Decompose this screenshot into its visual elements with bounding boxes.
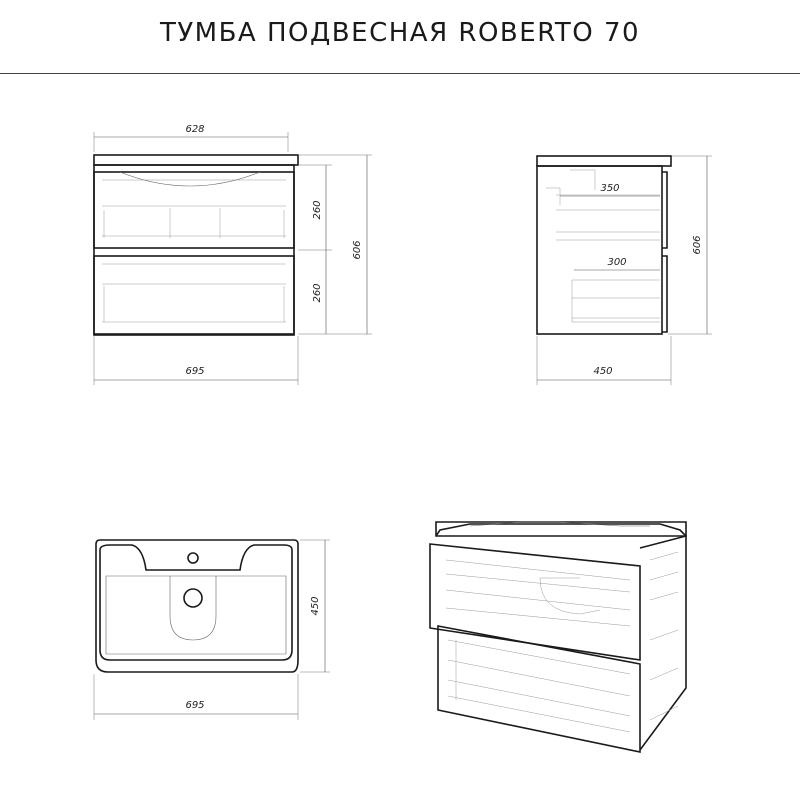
dim-front-drawer-upper: 260 <box>312 200 323 219</box>
side-drawer-front-upper <box>662 171 668 249</box>
dim-side-depth-lower: 300 <box>607 257 626 268</box>
side-view: 350 300 606 450 <box>536 155 712 385</box>
top-faucet-hole <box>187 552 199 564</box>
front-view: 628 260 260 606 695 <box>93 124 372 385</box>
dim-side-width: 450 <box>593 366 612 377</box>
dim-front-height: 606 <box>352 240 363 259</box>
iso-drawer-upper <box>429 543 641 661</box>
front-countertop <box>93 154 299 166</box>
isometric-view <box>429 521 687 753</box>
title-divider <box>0 73 800 74</box>
dim-top-width: 695 <box>185 700 204 711</box>
front-body <box>93 164 295 336</box>
dim-side-height: 606 <box>692 235 703 254</box>
top-basin-rim <box>99 544 293 661</box>
iso-internal-side <box>649 551 679 721</box>
iso-internal-lower <box>447 639 631 733</box>
iso-drawer-lower <box>437 625 641 753</box>
side-internal-upper <box>546 169 660 241</box>
side-internal-lower <box>571 279 660 323</box>
iso-basin-rim <box>469 521 650 527</box>
top-overflow-channel <box>169 576 217 641</box>
dim-side-depth-upper: 350 <box>600 183 619 194</box>
top-basin-bowl <box>105 575 287 655</box>
dim-front-top-width: 628 <box>185 124 204 135</box>
iso-body-side <box>639 534 687 751</box>
front-drawer-upper <box>93 171 295 249</box>
top-view: 450 695 <box>93 539 330 720</box>
front-internal-lines-lower <box>102 263 286 323</box>
top-drain-hole <box>183 588 203 608</box>
front-internal-lines-upper <box>102 179 286 238</box>
dim-front-width: 695 <box>185 366 204 377</box>
side-countertop <box>536 155 672 167</box>
page-title: ТУМБА ПОДВЕСНАЯ ROBERTO 70 <box>159 18 641 48</box>
side-body <box>536 165 663 335</box>
side-drawer-front-lower <box>662 255 668 333</box>
front-drawer-lower <box>93 255 295 335</box>
iso-internal-upper <box>445 559 631 627</box>
top-basin-outline <box>95 539 299 673</box>
dim-front-drawer-lower: 260 <box>312 283 323 302</box>
iso-countertop-edge <box>435 523 687 537</box>
dim-top-depth: 450 <box>310 596 321 615</box>
front-basin-curve <box>119 171 261 187</box>
